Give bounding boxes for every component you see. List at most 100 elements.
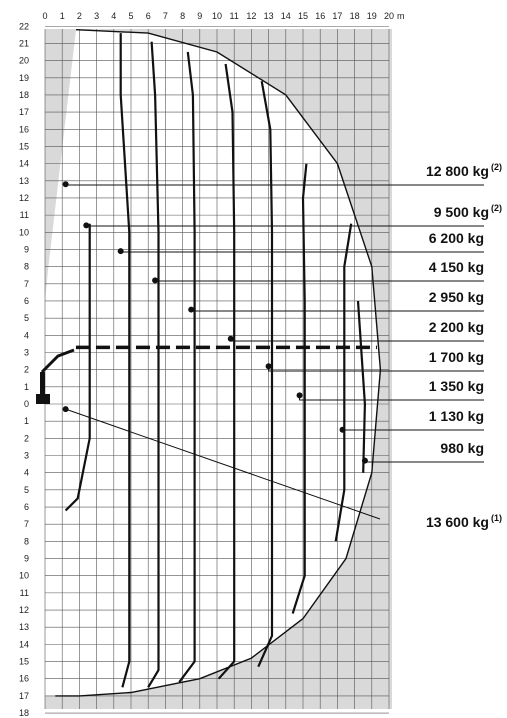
- crane-base-icon: [36, 348, 75, 404]
- capacity-label-8: 1 130 kg: [429, 408, 484, 424]
- y-tick-2: 2: [24, 365, 29, 375]
- grid: [44, 25, 390, 714]
- leader-1: [85, 225, 484, 227]
- capacity-value: 9 500 kg: [434, 204, 489, 220]
- y-tick-20: 20: [19, 56, 29, 66]
- capacity-label-9: 980 kg: [440, 440, 484, 456]
- x-tick-19: 19: [367, 11, 377, 21]
- capacity-label-6: 1 700 kg: [429, 349, 484, 365]
- y-tick-10: 10: [19, 227, 29, 237]
- capacity-label-4: 2 950 kg: [429, 289, 484, 305]
- x-unit-label: m: [397, 11, 405, 21]
- y-tick-minus-9: 9: [24, 554, 29, 564]
- y-tick-minus-11: 11: [20, 588, 29, 598]
- capacity-value: 1 700 kg: [429, 349, 484, 365]
- curve-1: [64, 223, 91, 512]
- curve-4: [178, 51, 196, 683]
- y-tick-9: 9: [24, 244, 29, 254]
- y-tick-minus-13: 13: [19, 622, 29, 632]
- x-tick-11: 11: [230, 11, 239, 21]
- leader-10: [65, 408, 381, 520]
- y-tick-minus-2: 2: [24, 433, 29, 443]
- y-tick-3: 3: [24, 347, 29, 357]
- y-tick-minus-4: 4: [24, 468, 29, 478]
- y-tick-minus-10: 10: [19, 571, 29, 581]
- y-tick-1: 1: [24, 382, 29, 392]
- x-tick-18: 18: [350, 11, 360, 21]
- leader-0: [65, 184, 484, 186]
- capacity-label-1: 9 500 kg(2): [434, 203, 502, 220]
- capacity-value: 13 600 kg: [426, 514, 489, 530]
- y-tick-minus-18: 18: [19, 708, 29, 718]
- y-tick-minus-8: 8: [24, 536, 29, 546]
- y-tick-minus-7: 7: [24, 519, 29, 529]
- capacity-value: 2 950 kg: [429, 289, 484, 305]
- x-tick-6: 6: [146, 11, 151, 21]
- leader-4: [190, 309, 484, 312]
- y-tick-18: 18: [19, 90, 29, 100]
- capacity-label-2: 6 200 kg: [429, 230, 484, 246]
- x-tick-13: 13: [264, 11, 274, 21]
- x-tick-20: 20: [384, 11, 394, 21]
- y-tick-22: 22: [19, 21, 29, 31]
- capacity-value: 2 200 kg: [429, 319, 484, 335]
- curve-7: [291, 163, 308, 614]
- x-tick-14: 14: [281, 11, 291, 21]
- leader-5: [230, 338, 484, 342]
- capacity-label-5: 2 200 kg: [429, 319, 484, 335]
- y-tick-19: 19: [19, 73, 29, 83]
- curve-9: [356, 300, 367, 473]
- leader-7: [299, 395, 484, 401]
- x-tick-2: 2: [77, 11, 82, 21]
- capacity-note: (2): [491, 203, 502, 213]
- capacity-label-0: 12 800 kg(2): [426, 162, 502, 179]
- y-tick-minus-5: 5: [24, 485, 29, 495]
- capacity-value: 980 kg: [440, 440, 484, 456]
- y-tick-minus-1: 1: [24, 416, 29, 426]
- y-tick-labels: 2221201918171615141312111098765432101234…: [19, 21, 29, 718]
- x-tick-3: 3: [94, 11, 99, 21]
- x-tick-9: 9: [197, 11, 202, 21]
- x-tick-0: 0: [42, 11, 47, 21]
- leader-2: [120, 251, 484, 253]
- curve-8: [334, 223, 353, 542]
- x-tick-1: 1: [60, 11, 65, 21]
- leader-9: [364, 460, 484, 463]
- y-tick-minus-14: 14: [19, 639, 29, 649]
- y-tick-6: 6: [24, 296, 29, 306]
- capacity-value: 1 130 kg: [429, 408, 484, 424]
- y-tick-minus-3: 3: [24, 451, 29, 461]
- capacity-label-7: 1 350 kg: [429, 378, 484, 394]
- y-tick-minus-12: 12: [19, 605, 29, 615]
- capacity-label-3: 4 150 kg: [429, 259, 484, 275]
- capacity-note: (2): [491, 162, 502, 172]
- y-tick-21: 21: [19, 38, 29, 48]
- y-tick-16: 16: [19, 124, 29, 134]
- capacity-labels: 12 800 kg(2)9 500 kg(2)6 200 kg4 150 kg2…: [426, 162, 502, 530]
- y-tick-11: 11: [20, 210, 29, 220]
- x-tick-5: 5: [128, 11, 133, 21]
- y-tick-minus-15: 15: [19, 657, 29, 667]
- y-tick-13: 13: [19, 176, 29, 186]
- y-tick-15: 15: [19, 141, 29, 151]
- curve-2: [119, 33, 131, 688]
- x-tick-7: 7: [163, 11, 168, 21]
- capacity-value: 4 150 kg: [429, 259, 484, 275]
- y-tick-14: 14: [19, 159, 29, 169]
- y-tick-12: 12: [19, 193, 29, 203]
- y-tick-7: 7: [24, 279, 29, 289]
- y-tick-5: 5: [24, 313, 29, 323]
- x-tick-12: 12: [246, 11, 256, 21]
- leader-3: [154, 280, 484, 282]
- capacity-value: 1 350 kg: [429, 378, 484, 394]
- capacity-value: 12 800 kg: [426, 163, 489, 179]
- curve-3: [147, 41, 160, 688]
- leader-lines: [62, 181, 484, 520]
- x-tick-17: 17: [332, 11, 342, 21]
- x-tick-10: 10: [212, 11, 222, 21]
- y-tick-8: 8: [24, 262, 29, 272]
- y-tick-minus-16: 16: [19, 674, 29, 684]
- y-tick-0: 0: [24, 399, 29, 409]
